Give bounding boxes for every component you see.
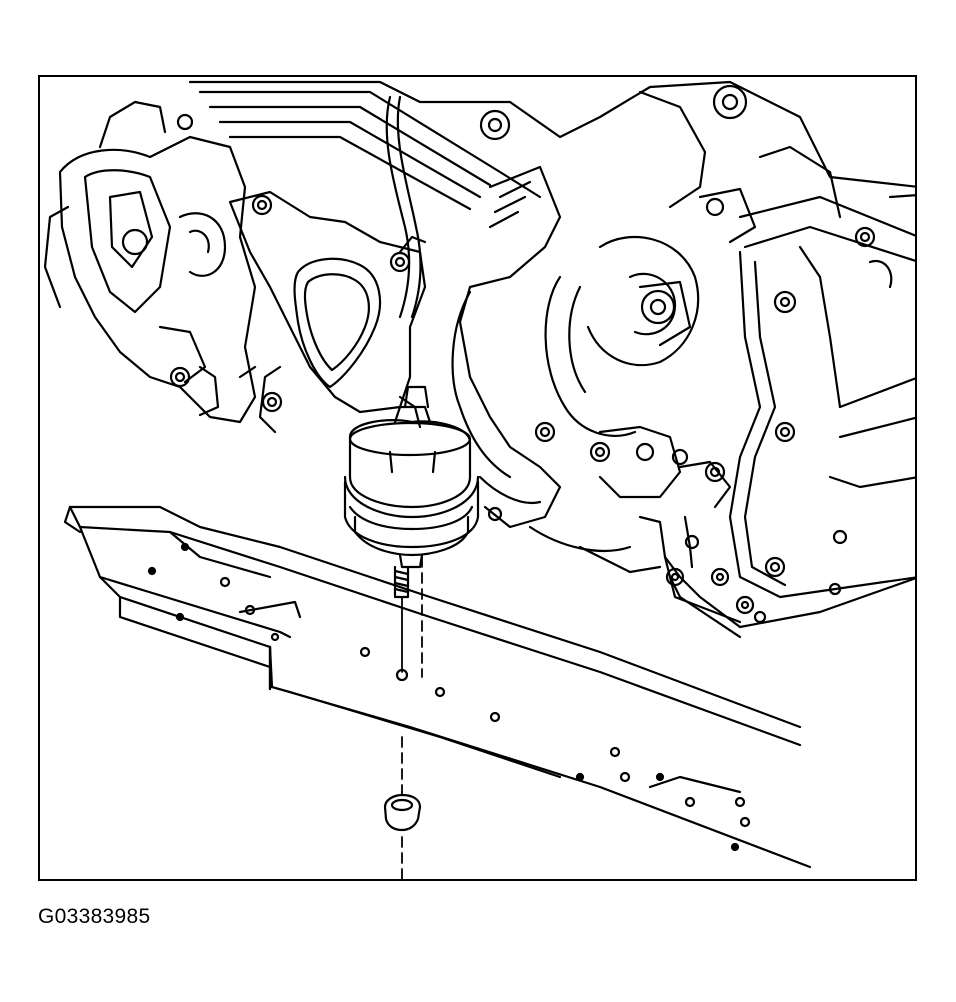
transmission-housing-icon <box>43 100 257 424</box>
figure-code: G03383985 <box>38 905 151 928</box>
illustration-frame <box>38 75 917 881</box>
mount-stud-icon <box>393 556 423 678</box>
mount-nut-icon <box>383 736 422 879</box>
engine-mount-icon <box>343 385 480 569</box>
engine-mount-illustration <box>43 80 915 879</box>
engine-block-icon <box>188 80 915 599</box>
crossmember-icon <box>63 505 812 869</box>
engine-mount-bracket-icon <box>228 190 427 434</box>
oil-pan-icon <box>528 515 915 639</box>
